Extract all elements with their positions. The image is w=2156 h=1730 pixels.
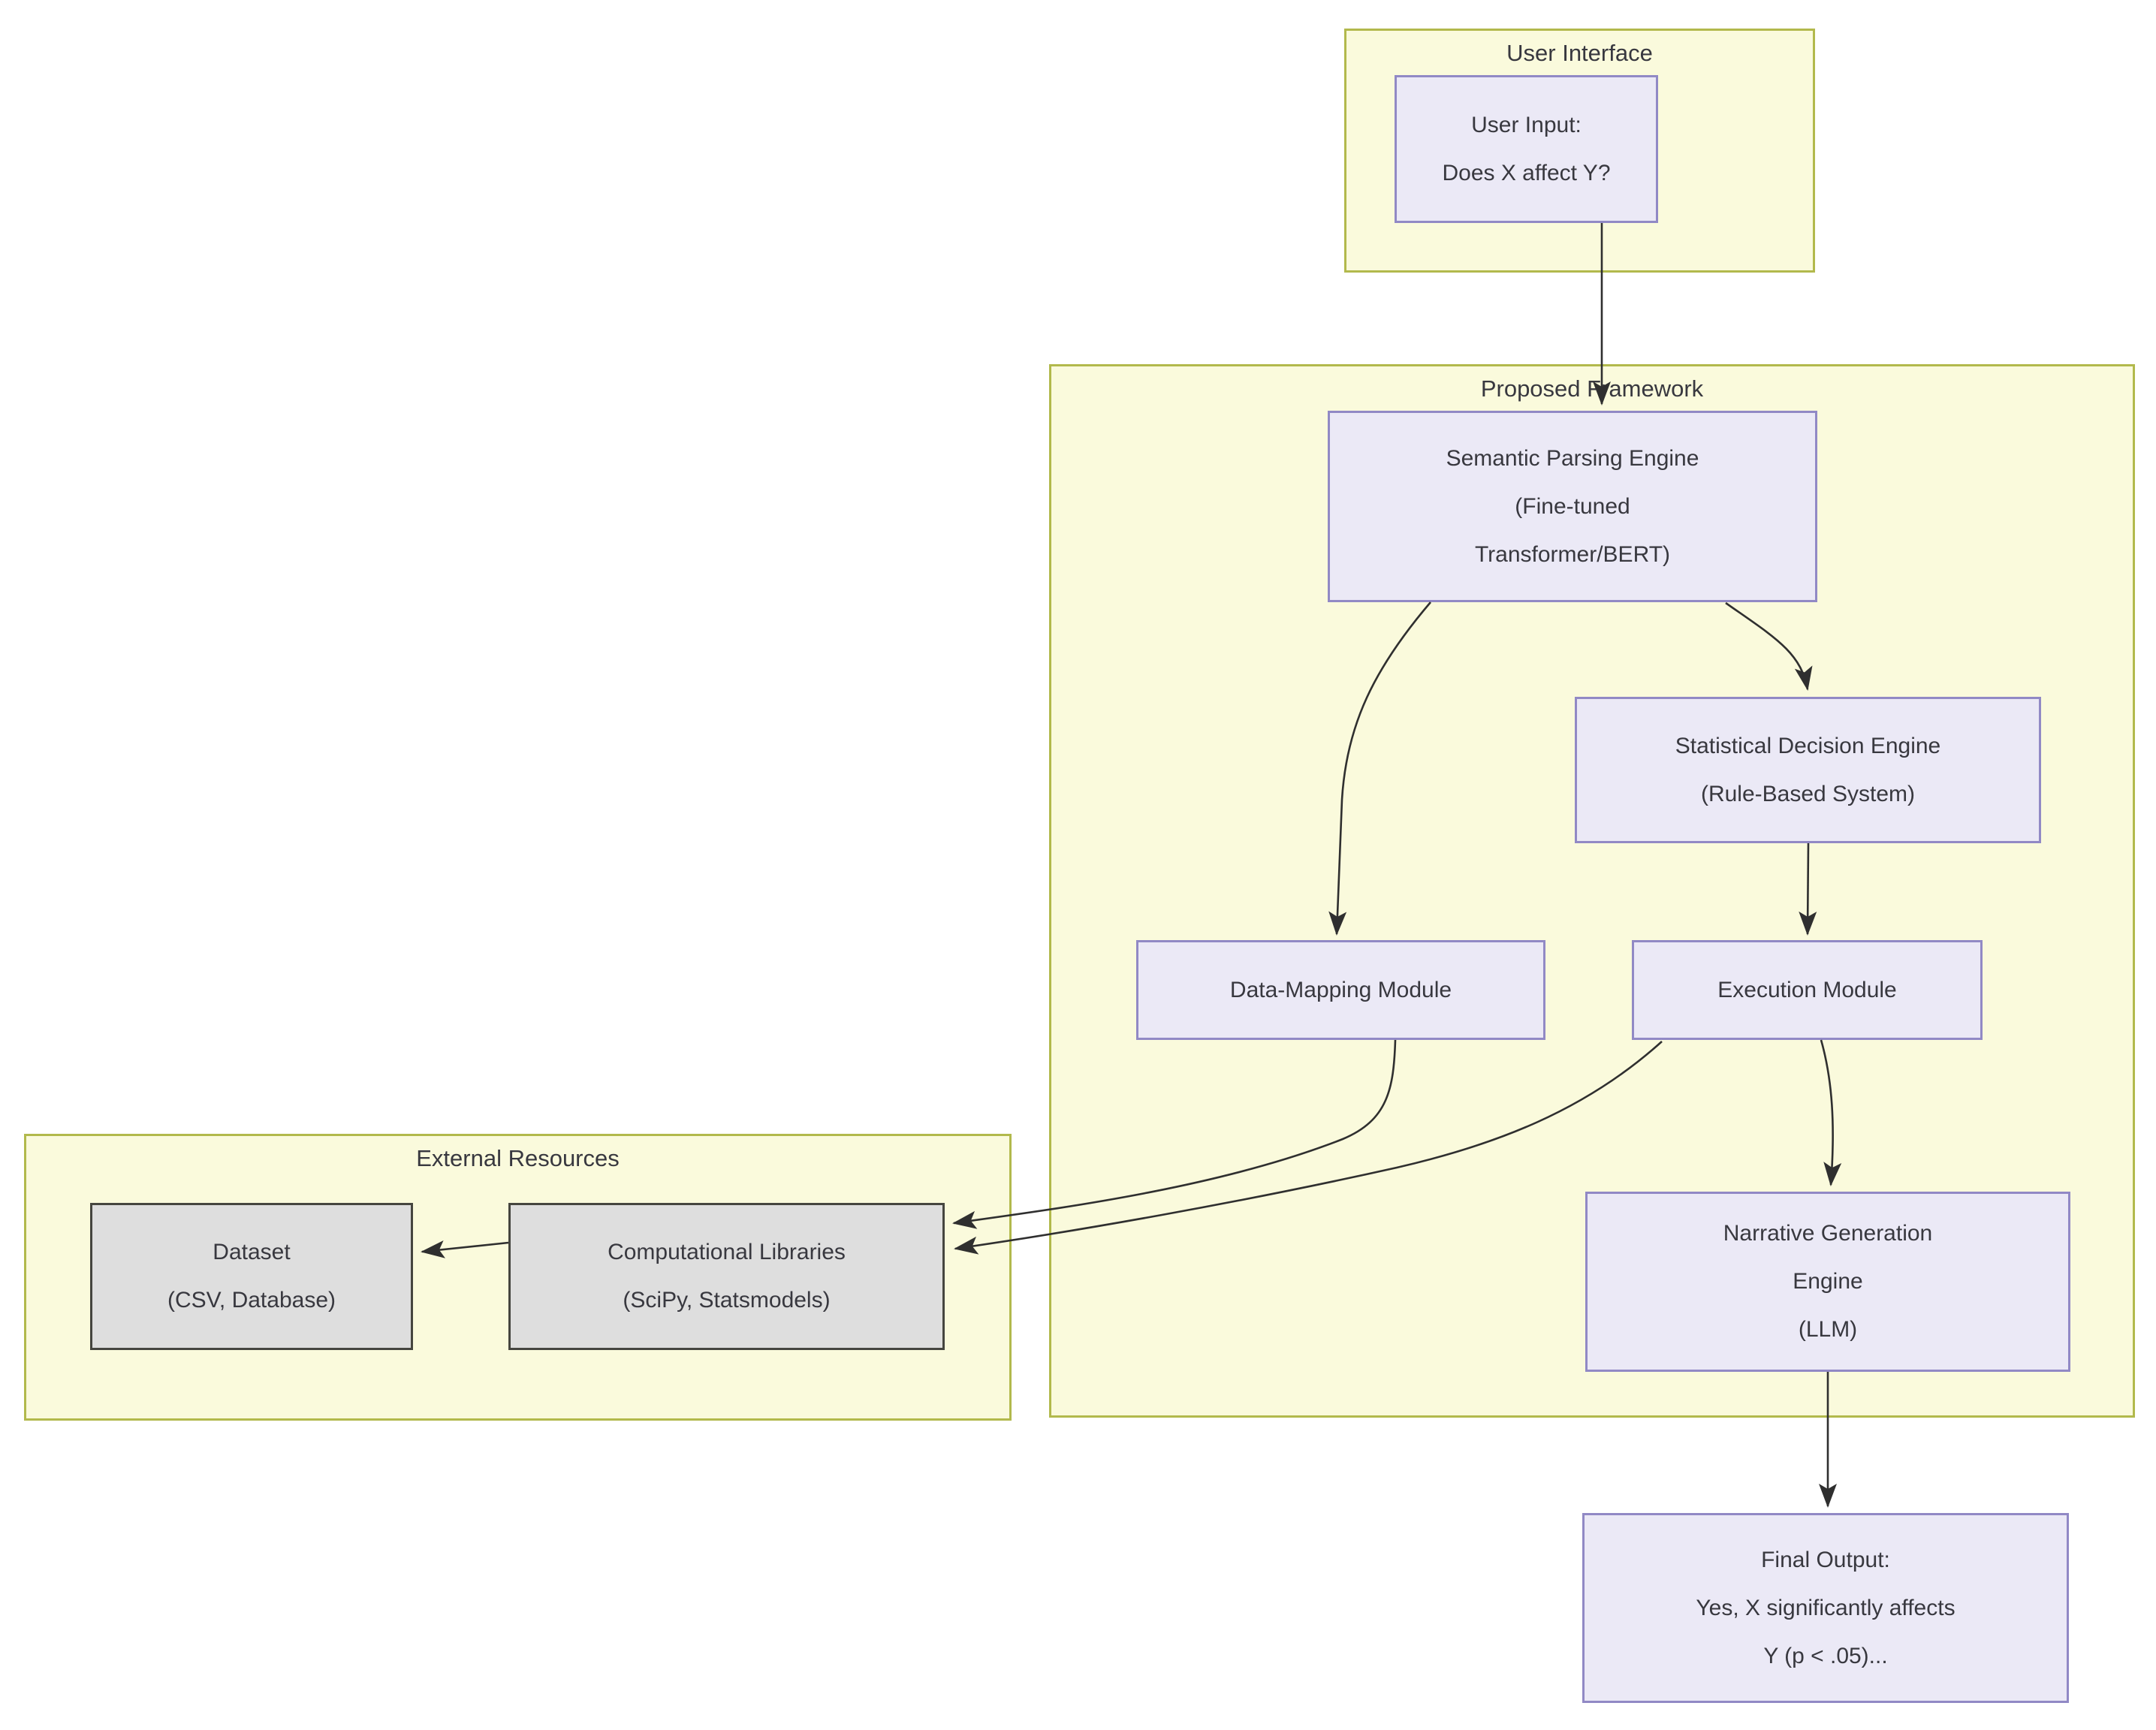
node-text-line: (LLM) — [1798, 1317, 1858, 1342]
computational-libraries-node: Computational Libraries (SciPy, Statsmod… — [508, 1203, 945, 1350]
node-text-line: Semantic Parsing Engine — [1446, 445, 1699, 471]
external-resources-label: External Resources — [416, 1145, 620, 1171]
node-text-line: Narrative Generation — [1723, 1221, 1933, 1246]
node-text-line: Y (p < .05)... — [1763, 1643, 1888, 1668]
node-text-line: (Fine-tuned — [1515, 493, 1630, 519]
node-text-line: Execution Module — [1717, 977, 1897, 1002]
node-text-line: Transformer/BERT) — [1474, 541, 1671, 567]
proposed-framework-label: Proposed Framework — [1480, 375, 1704, 402]
user-input-node: User Input: Does X affect Y? — [1395, 75, 1658, 223]
node-text-line: Computational Libraries — [608, 1240, 846, 1264]
data-mapping-module-node: Data-Mapping Module — [1136, 940, 1545, 1040]
node-text-line: Does X affect Y? — [1442, 160, 1611, 185]
execution-module-node: Execution Module — [1632, 940, 1983, 1040]
narrative-generation-engine-node: Narrative Generation Engine (LLM) — [1585, 1192, 2070, 1372]
final-output-node: Final Output: Yes, X significantly affec… — [1582, 1513, 2069, 1703]
node-text-line: (SciPy, Statsmodels) — [623, 1288, 831, 1313]
semantic-parsing-engine-node: Semantic Parsing Engine (Fine-tuned Tran… — [1328, 411, 1817, 602]
node-text-line: Final Output: — [1761, 1547, 1890, 1572]
node-text-line: User Input: — [1471, 112, 1582, 137]
node-text-line: Engine — [1793, 1269, 1863, 1294]
node-text-line: Data-Mapping Module — [1229, 977, 1452, 1002]
statistical-decision-engine-node: Statistical Decision Engine (Rule-Based … — [1575, 697, 2041, 843]
user-interface-label: User Interface — [1506, 40, 1653, 66]
node-text-line: Yes, X significantly affects — [1696, 1595, 1955, 1620]
node-text-line: (CSV, Database) — [167, 1288, 336, 1313]
node-text-line: (Rule-Based System) — [1700, 781, 1916, 806]
dataset-node: Dataset (CSV, Database) — [90, 1203, 413, 1350]
node-text-line: Dataset — [213, 1240, 291, 1264]
node-text-line: Statistical Decision Engine — [1675, 733, 1941, 758]
